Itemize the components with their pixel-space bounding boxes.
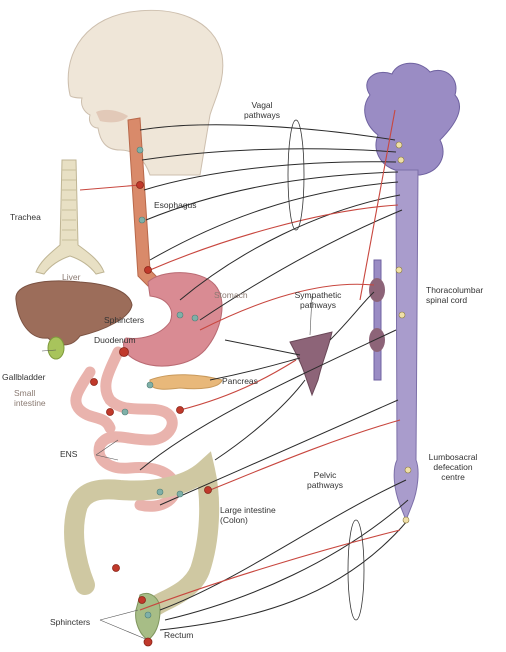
- label-large-intestine: Large intestine (Colon): [220, 505, 276, 525]
- label-pelvic-pathways: Pelvic pathways: [300, 470, 350, 490]
- brain: [365, 63, 460, 175]
- label-rectum: Rectum: [164, 630, 193, 640]
- gallbladder: [48, 337, 64, 359]
- label-pancreas: Pancreas: [222, 376, 258, 386]
- nerve-pathways-red: [80, 110, 400, 610]
- label-stomach: Stomach: [214, 290, 248, 300]
- label-sympathetic-pathways: Sympathetic pathways: [286, 290, 350, 310]
- vagal-ellipse: [288, 120, 304, 230]
- label-vagal-pathways: Vagal pathways: [232, 100, 292, 120]
- pancreas: [150, 375, 222, 390]
- head-silhouette: [68, 10, 223, 175]
- sympathetic-chain: [369, 260, 385, 380]
- label-trachea: Trachea: [10, 212, 41, 222]
- label-sphincters-bottom: Sphincters: [50, 617, 90, 627]
- label-lumbosacral-defecation-centre: Lumbosacral defecation centre: [418, 452, 488, 482]
- label-duodenum: Duodenum: [94, 335, 136, 345]
- large-intestine: [74, 470, 209, 610]
- trachea: [36, 160, 104, 274]
- pelvic-ellipse: [348, 520, 364, 620]
- label-thoracolumbar-spinal-cord: Thoracolumbar spinal cord: [426, 285, 483, 305]
- label-small-intestine: Small intestine: [14, 388, 46, 408]
- label-gallbladder: Gallbladder: [2, 372, 45, 382]
- label-ens: ENS: [60, 449, 77, 459]
- label-sphincters-top: Sphincters: [104, 315, 144, 325]
- label-liver: Liver: [62, 272, 80, 282]
- label-esophagus: Esophagus: [154, 200, 197, 210]
